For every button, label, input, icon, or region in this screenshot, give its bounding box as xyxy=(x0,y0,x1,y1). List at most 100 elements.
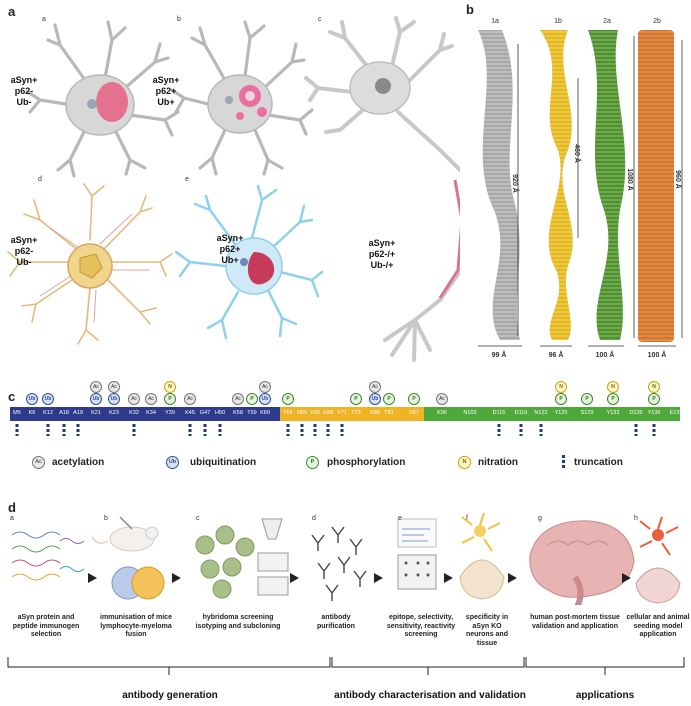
protein-strands-illustration xyxy=(11,531,85,581)
residue-y125: Y125 xyxy=(554,410,568,416)
residue-k45: K45 xyxy=(185,410,195,416)
residue-g47: G47 xyxy=(199,410,211,416)
truncation-mark-y136 xyxy=(652,424,656,436)
truncation-mark-n65 xyxy=(300,424,304,436)
step-a-letter: a xyxy=(10,515,14,522)
residue-t59: T59 xyxy=(247,410,257,416)
workflow-arrow-2 xyxy=(172,573,181,583)
truncation-mark-t64 xyxy=(286,424,290,436)
acetylation-icon: Ac xyxy=(32,456,45,469)
residue-k6: K6 xyxy=(28,410,36,416)
step-f-letter: f xyxy=(466,515,468,522)
step-c-letter: c xyxy=(196,515,200,522)
fibril-1a xyxy=(478,30,520,340)
step-c-caption: hybridoma screening isotyping and subclo… xyxy=(195,614,281,630)
ptm-ac-k21: Ac xyxy=(90,381,102,393)
screening-blots-illustration xyxy=(397,518,437,590)
fibril-2a xyxy=(588,30,626,340)
truncation-mark-k12 xyxy=(46,424,50,436)
ubiquitination-icon: Ub xyxy=(166,456,179,469)
residue-m5: M5 xyxy=(13,410,21,416)
step-g-caption: human post-mortem tissue validation and … xyxy=(530,614,620,630)
fibril-2b xyxy=(638,30,674,342)
ptm-ac-k80: Ac xyxy=(369,381,381,393)
ptm-n-y133: N xyxy=(607,381,619,393)
ptm-p-t59: P xyxy=(246,393,258,405)
residue-h50: H50 xyxy=(214,410,226,416)
glial-cell-e-inclusion xyxy=(247,252,275,285)
residue-v71: V71 xyxy=(337,410,347,416)
step-a-caption: aSyn protein and peptide immunogen selec… xyxy=(12,614,80,638)
residue-y133: Y133 xyxy=(606,410,620,416)
neuron-b-illustration xyxy=(170,20,314,176)
fibril-1a-label: 1a xyxy=(491,18,499,25)
ptm-p-y125: P xyxy=(555,393,567,405)
residue-v66: V66 xyxy=(310,410,320,416)
step-h-caption: cellular and animal seeding model applic… xyxy=(626,614,690,638)
truncation-mark-d119 xyxy=(519,424,523,436)
cell-d-letter: d xyxy=(38,176,42,183)
neuron-a-aggregate xyxy=(96,82,128,122)
cell-illustrations xyxy=(7,16,460,362)
ptm-ub-k23: Ub xyxy=(108,393,120,405)
residue-g68: G68 xyxy=(322,410,334,416)
truncation-mark-d115 xyxy=(497,424,501,436)
ptm-ac-k58: Ac xyxy=(232,393,244,405)
residue-a18: A18 xyxy=(59,410,69,416)
residue-d135: D135 xyxy=(629,410,643,416)
step-e-letter: e xyxy=(398,515,402,522)
step-g-letter: g xyxy=(538,515,542,522)
fibril-2b-label: 2b xyxy=(653,18,661,25)
panel-letter-d: d xyxy=(8,500,16,515)
workflow-arrow-4 xyxy=(374,573,383,583)
ptm-ac-k96: Ac xyxy=(436,393,448,405)
fibril-2b-length: 960 Å xyxy=(673,170,681,189)
residue-k12: K12 xyxy=(43,410,53,416)
truncation-mark-k45 xyxy=(188,424,192,436)
truncation-mark-a18 xyxy=(62,424,66,436)
legend-truncation: truncation xyxy=(574,457,623,468)
truncation-mark-k32 xyxy=(132,424,136,436)
fibril-2a-width: 100 Å xyxy=(595,352,615,359)
ptm-ub-k60: Ub xyxy=(259,393,271,405)
legend-phosphorylation: phosphorylation xyxy=(327,457,406,468)
fibril-1a-width: 99 Å xyxy=(491,352,507,359)
neuron-b-soma xyxy=(207,74,273,134)
cell-a-marker-label: aSyn+p62-Ub- xyxy=(10,75,38,107)
ptm-ac-k32: Ac xyxy=(128,393,140,405)
ptm-ac-k45: Ac xyxy=(184,393,196,405)
residue-t64: T64 xyxy=(283,410,293,416)
ptm-p-t81: P xyxy=(383,393,395,405)
truncation-mark-g68 xyxy=(326,424,330,436)
residue-t73: T73 xyxy=(351,410,361,416)
workflow-arrow-5 xyxy=(444,573,453,583)
ko-neuron-brain-illustration xyxy=(459,512,505,600)
n-terminal-region xyxy=(10,407,280,421)
cell-c-letter: c xyxy=(318,16,322,23)
ptm-p-s87: P xyxy=(408,393,420,405)
panel-letter-c: c xyxy=(8,389,16,404)
truncation-mark-n122 xyxy=(539,424,543,436)
truncation-mark-v66 xyxy=(313,424,317,436)
residue-k96: K96 xyxy=(437,410,447,416)
ptm-p-y133: P xyxy=(607,393,619,405)
residue-e139: E139 xyxy=(669,410,683,416)
residue-s87: S87 xyxy=(409,410,419,416)
legend-acetylation: acetylation xyxy=(52,457,105,468)
fibril-1b xyxy=(540,30,573,340)
ptm-n-y125: N xyxy=(555,381,567,393)
fibril-2b-width: 100 Å xyxy=(647,352,667,359)
group-brackets xyxy=(7,657,685,675)
nac-region xyxy=(280,407,424,421)
cell-b-marker-label: aSyn+p62+Ub+ xyxy=(152,75,180,107)
fibril-1b-width: 96 Å xyxy=(548,352,564,359)
residue-y136: Y136 xyxy=(647,410,661,416)
ptm-ub-k21: Ub xyxy=(90,393,102,405)
step-e-caption: epitope, selectivity, sensitivity, react… xyxy=(386,614,456,638)
step-h-letter: h xyxy=(634,515,638,522)
group-applications: applications xyxy=(575,690,635,701)
truncation-mark-a19 xyxy=(76,424,80,436)
residue-d119: D119 xyxy=(514,410,528,416)
ptm-p-s129: P xyxy=(581,393,593,405)
ptm-n-y39: N xyxy=(164,381,176,393)
